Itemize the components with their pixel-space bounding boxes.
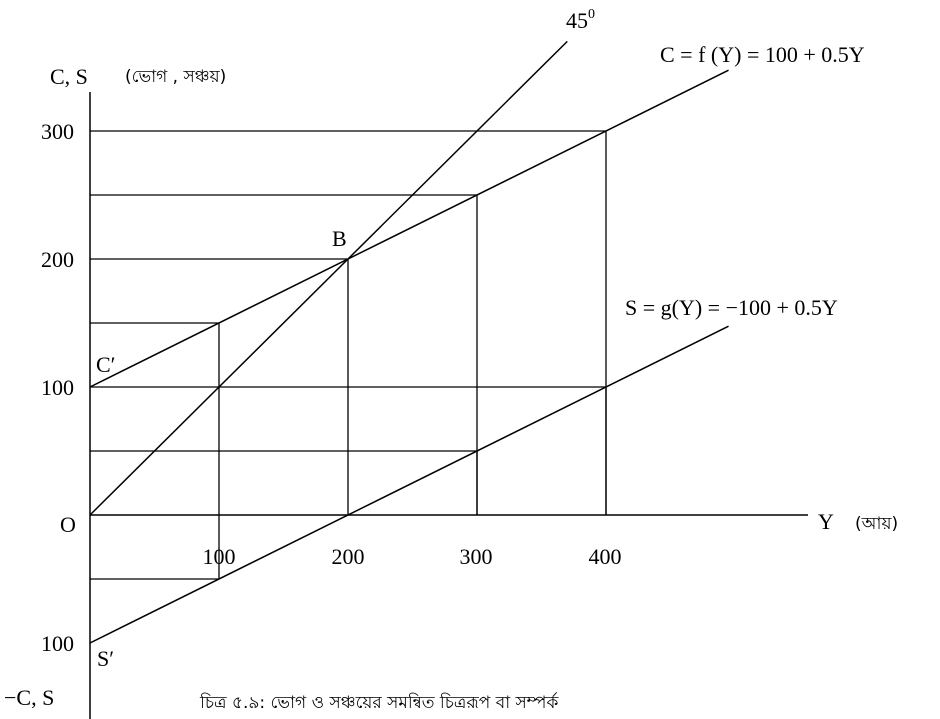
guide-lines [90, 130, 607, 580]
y-tick-label-2: 100 [41, 375, 74, 400]
series-line-2 [89, 40, 568, 516]
saving-line-label: S = g(Y) = −100 + 0.5Y [625, 295, 838, 320]
y-axis-label-bengali: (ভোগ , সঞ্চয়) [125, 67, 226, 87]
y-axis-negative-label: −C, S [4, 685, 54, 710]
x-tick-label-1: 200 [332, 544, 365, 569]
figure-caption: চিত্র ৫.৯: ভোগ ও সঞ্চয়ের সমন্বিত চিত্রর… [199, 692, 559, 713]
y-tick-label-0: 300 [41, 119, 74, 144]
y-tick-label-1: 200 [41, 247, 74, 272]
degree-line-label: 45 [566, 8, 588, 33]
axes [89, 92, 808, 719]
x-tick-label-3: 400 [589, 544, 622, 569]
x-axis-label-bengali: (আয়) [855, 514, 898, 534]
point-c-prime-label: C′ [96, 352, 116, 377]
series-line-0 [89, 69, 729, 388]
series-lines [89, 40, 729, 644]
point-s-prime-label: S′ [97, 646, 114, 671]
degree-superscript: 0 [588, 7, 595, 22]
consumption-line-label: C = f (Y) = 100 + 0.5Y [660, 42, 865, 67]
x-tick-label-2: 300 [460, 544, 493, 569]
y-axis-label: C, S [50, 64, 88, 89]
tick-labels: 100 200 300 400 300 200 100 100 [41, 119, 622, 656]
point-b-label: B [332, 226, 347, 251]
x-axis-label: Y [818, 509, 834, 534]
y-tick-label-3: 100 [41, 631, 74, 656]
series-line-1 [89, 325, 729, 644]
chart-labels: C, S (ভোগ , সঞ্চয়) −C, S Y (আয়) O C = … [4, 7, 898, 713]
origin-label: O [60, 512, 76, 537]
x-tick-label-0: 100 [203, 544, 236, 569]
